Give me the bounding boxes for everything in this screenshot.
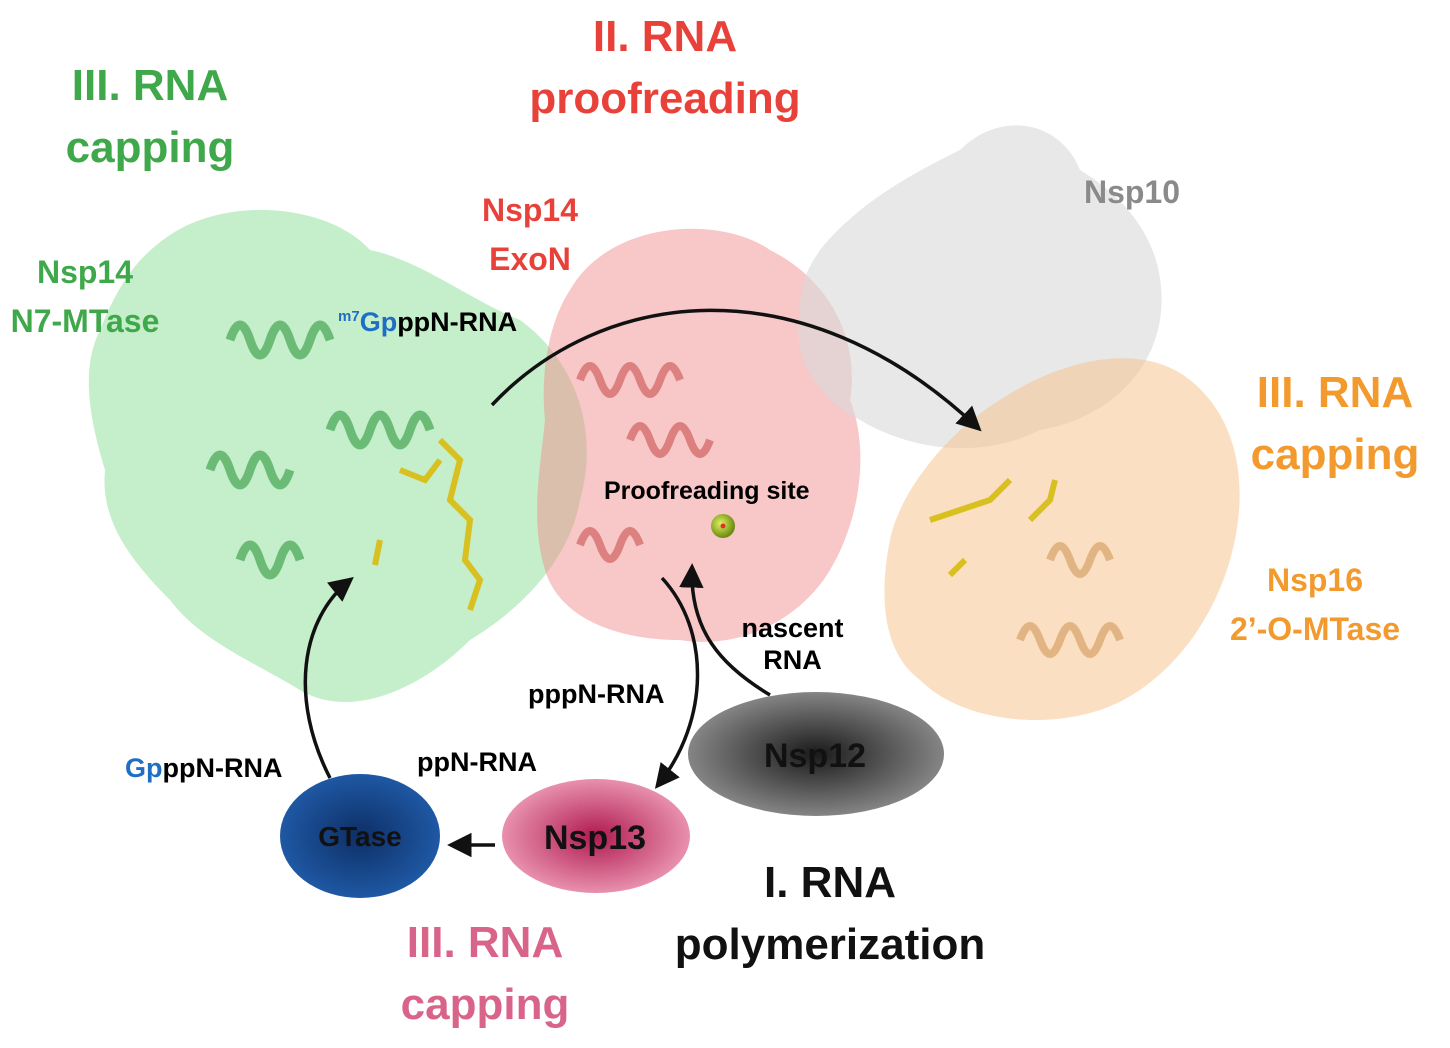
label-ppn-rna: ppN-RNA — [417, 747, 537, 777]
label-proofreading-site: Proofreading site — [604, 477, 810, 505]
nsp14-exon-surface — [537, 228, 861, 642]
arrow-exon-to-nsp13 — [654, 576, 700, 789]
stage-capping-left: III. RNA capping — [65, 61, 235, 172]
arrow-gtase-to-mtase — [303, 576, 354, 779]
nsp14-mtase-helices — [205, 320, 435, 580]
flow-arrows — [303, 308, 982, 858]
label-nsp16: Nsp16 2’-O-MTase — [1229, 562, 1401, 647]
label-m7gpppn-rna: m7GpppN-RNA — [338, 307, 518, 337]
nsp14-mtase-surface — [88, 209, 587, 702]
label-nascent-rna: nascent RNA — [741, 613, 844, 676]
nsp16-surface — [884, 358, 1240, 720]
label-nsp12: Nsp12 — [763, 737, 867, 775]
ligand-nsp16 — [929, 477, 1058, 578]
nsp13-ellipse — [502, 779, 690, 893]
stage-polymerization: I. RNA polymerization — [674, 858, 986, 969]
label-pppn-rna: pppN-RNA — [528, 679, 665, 709]
label-nsp10: Nsp10 — [1083, 174, 1181, 210]
label-nsp14-mtase: Nsp14 N7-MTase — [10, 254, 160, 339]
stage-capping-right: III. RNA capping — [1250, 368, 1420, 479]
gtase-ellipse — [280, 774, 440, 898]
label-gpppn-rna: GpppN-RNA — [125, 753, 283, 783]
nsp12-ellipse — [688, 692, 944, 816]
stage-capping-bottom: III. RNA capping — [400, 918, 570, 1029]
nsp14-exon-helices — [576, 362, 714, 563]
arrow-nsp12-to-exon — [679, 563, 771, 697]
label-nsp14-exon: Nsp14 ExoN — [481, 192, 579, 277]
label-gtase: GTase — [318, 821, 402, 852]
arrow-mtase-to-nsp16 — [490, 308, 982, 432]
nsp16-helices — [1016, 542, 1124, 658]
ligand-mtase — [372, 437, 484, 611]
label-nsp13: Nsp13 — [543, 819, 647, 857]
stage-proofreading: II. RNA proofreading — [529, 12, 801, 123]
